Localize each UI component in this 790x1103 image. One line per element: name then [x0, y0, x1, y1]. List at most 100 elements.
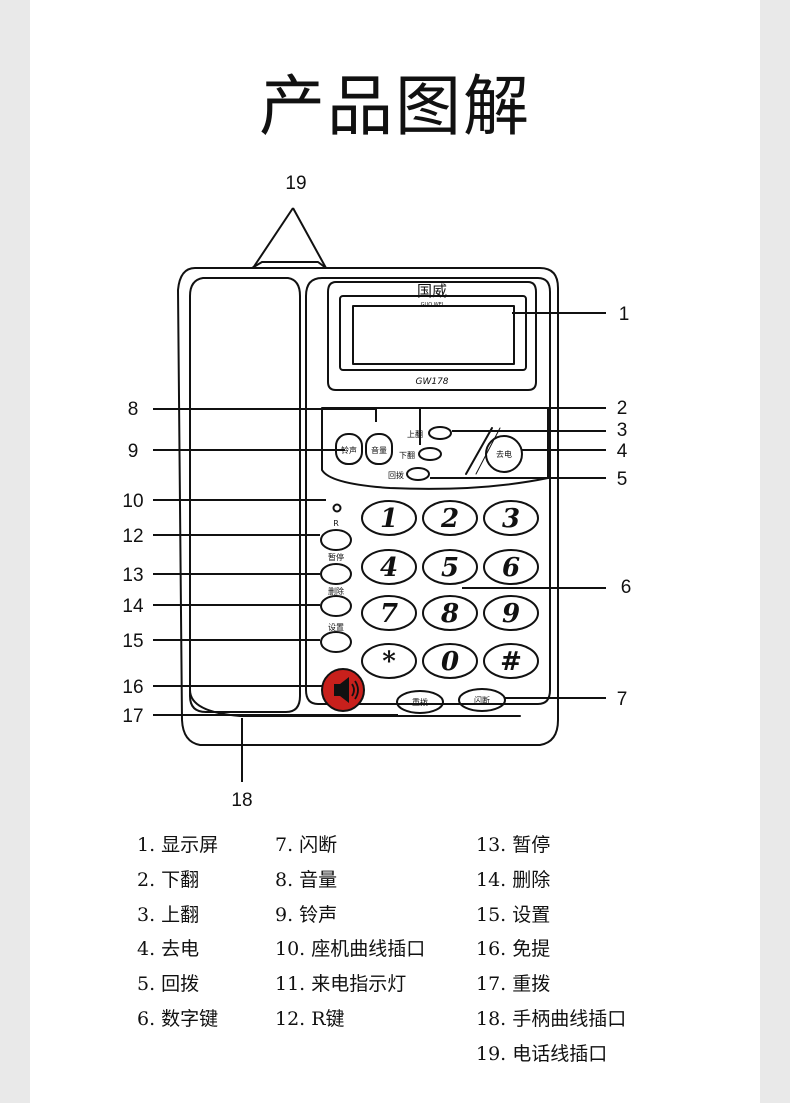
speaker-icon: [334, 677, 349, 703]
callout-5: 5: [617, 469, 628, 490]
keypad-key-label: 0: [441, 647, 459, 677]
legend-item: 19. 电话线插口: [476, 1042, 608, 1065]
redial-button-label: 重拨: [412, 697, 428, 707]
display-frame: [327, 281, 537, 391]
display-bezel: [339, 295, 527, 371]
legend-column-1: 1. 显示屏 2. 下翻 3. 上翻 4. 去电 5. 回拨 6. 数字键: [137, 828, 218, 1037]
pause-button-label: 暂停: [328, 552, 344, 562]
page-background: [30, 0, 760, 1103]
keypad-key-4: [422, 549, 478, 585]
keypad-key-label: *: [382, 647, 396, 677]
keypad-key-label: 1: [380, 504, 398, 534]
keypad-key-7: [422, 595, 478, 631]
keypad-key-6: [361, 595, 417, 631]
pause-button-shape: [320, 563, 352, 585]
legend-item: 8. 音量: [275, 868, 338, 891]
legend-item: 17. 重拨: [476, 973, 551, 996]
legend-column-3: 13. 暂停 14. 删除 15. 设置 16. 免提 17. 重拨 18. 手…: [476, 828, 626, 1072]
delete-button-shape: [320, 595, 352, 617]
legend-item: 13. 暂停: [476, 834, 551, 856]
keypad-key-8: [483, 595, 539, 631]
keypad-key-9: [361, 643, 417, 679]
flash-button-shape: [458, 688, 506, 712]
legend-item: 6. 数字键: [137, 1007, 219, 1030]
callout-3: 3: [617, 420, 628, 441]
callout-4: 4: [617, 441, 628, 462]
keypad-key-1: [422, 500, 478, 536]
legend-item: 5. 回拨: [137, 973, 200, 996]
callout-1: 1: [619, 304, 630, 325]
keypad-key-label: 4: [380, 553, 398, 583]
r-button-shape: [320, 529, 352, 551]
keypad-key-label: 5: [441, 553, 459, 583]
settings-button-label: 设置: [328, 622, 344, 632]
legend-item: 10. 座机曲线插口: [275, 938, 426, 961]
callout-10: 10: [122, 491, 143, 512]
callout-15: 15: [122, 631, 143, 652]
page-title: 产品图解: [259, 68, 531, 145]
legend-column-2: 7. 闪断 8. 音量 9. 铃声 10. 座机曲线插口 11. 来电指示灯 1…: [275, 828, 425, 1037]
settings-button-shape: [320, 631, 352, 653]
flash-button-label: 闪断: [474, 695, 490, 705]
console-outline: [305, 277, 551, 705]
keypad-key-label: #: [500, 647, 522, 677]
keypad-key-label: 9: [502, 599, 520, 629]
legend-item: 16. 免提: [476, 938, 551, 961]
keypad-key-2: [483, 500, 539, 536]
volume-button-label: 音量: [371, 445, 387, 455]
redial-button-shape: [396, 690, 444, 714]
legend-item: 7. 闪断: [275, 834, 338, 856]
delete-button-label: 删除: [328, 586, 344, 596]
legend-item: 3. 上翻: [137, 903, 200, 926]
legend-item: 11. 来电指示灯: [275, 973, 407, 996]
leader-lines: [153, 207, 606, 782]
control-panel: [321, 407, 549, 490]
callout-12: 12: [122, 526, 143, 547]
r-button-label: R: [333, 519, 339, 528]
keypad-key-10: [422, 643, 478, 679]
keypad-key-label: 8: [440, 599, 459, 629]
legend-item: 14. 删除: [476, 868, 551, 891]
brand-label: 国威: [417, 282, 447, 300]
keypad-key-5: [483, 549, 539, 585]
up-button-shape: [428, 426, 452, 440]
keypad-key-0: [361, 500, 417, 536]
callback-button-shape: [406, 467, 430, 481]
brand-sub-label: GUO WEI: [421, 302, 444, 308]
keypad-key-11: [483, 643, 539, 679]
callback-button-label: 回拨: [388, 470, 404, 480]
outgoing-button-label: 去电: [496, 449, 512, 459]
callout-6: 6: [621, 577, 632, 598]
callout-13: 13: [122, 565, 143, 586]
callout-7: 7: [617, 689, 628, 710]
legend-item: 15. 设置: [476, 903, 551, 926]
callout-14: 14: [122, 596, 144, 617]
down-button-label: 下翻: [399, 451, 415, 460]
up-button-label: 上翻: [407, 430, 423, 439]
phone-body-outline: [177, 267, 559, 746]
keypad-key-label: 2: [440, 504, 459, 534]
callout-2: 2: [617, 398, 628, 419]
callout-8: 8: [128, 399, 139, 420]
legend-item: 1. 显示屏: [137, 834, 219, 856]
callout-9: 9: [128, 441, 139, 462]
volume-button-shape: [365, 433, 393, 465]
keypad-key-label: 3: [502, 504, 520, 534]
ring-button-label: 铃声: [341, 445, 357, 455]
model-label: GW178: [415, 377, 448, 387]
top-line-jack: [251, 261, 327, 269]
legend-item: 4. 去电: [137, 938, 200, 961]
legend-item: 9. 铃声: [275, 903, 338, 926]
legend-item: 2. 下翻: [137, 868, 200, 891]
keypad-key-label: 7: [380, 599, 398, 629]
display-screen: [352, 305, 515, 365]
legend-item: 18. 手柄曲线插口: [476, 1007, 627, 1030]
line-jack-indicator: [332, 503, 342, 513]
keypad-key-label: 6: [502, 553, 520, 583]
keypad-key-3: [361, 549, 417, 585]
legend-item: 12. R键: [275, 1007, 345, 1030]
callout-17: 17: [122, 706, 143, 727]
handset: [189, 277, 301, 713]
callout-16: 16: [122, 677, 143, 698]
